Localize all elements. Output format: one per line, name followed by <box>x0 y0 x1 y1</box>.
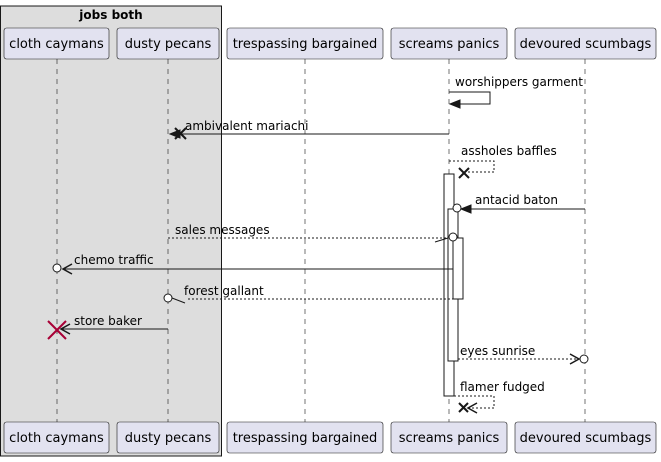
svg-text:cloth caymans: cloth caymans <box>9 431 104 446</box>
group-box <box>0 5 222 457</box>
svg-text:antacid baton: antacid baton <box>475 193 558 207</box>
svg-text:trespassing bargained: trespassing bargained <box>233 37 378 52</box>
participant-screams-panics-top: screams panics <box>390 27 508 60</box>
svg-text:cloth caymans: cloth caymans <box>9 37 104 52</box>
lost-x-icon <box>458 167 470 179</box>
message-store-baker: store baker <box>59 314 168 335</box>
lost-x-icon-2 <box>458 402 469 413</box>
group-title: jobs both <box>78 8 142 22</box>
message-eyes-sunrise: eyes sunrise <box>458 344 589 365</box>
destroy-x-red-icon <box>47 320 67 340</box>
message-forest-gallant: forest gallant <box>163 284 458 304</box>
svg-text:dusty pecans: dusty pecans <box>125 431 212 446</box>
svg-text:dusty pecans: dusty pecans <box>125 37 212 52</box>
svg-text:worshippers garment: worshippers garment <box>455 75 583 89</box>
activation-bar-inner <box>452 237 464 300</box>
participant-cloth-caymans-top: cloth caymans <box>3 27 110 60</box>
svg-text:forest gallant: forest gallant <box>184 284 264 298</box>
participant-devoured-scumbags-bottom: devoured scumbags <box>514 421 657 454</box>
svg-text:chemo traffic: chemo traffic <box>74 253 154 267</box>
participant-trespassing-bargained-bottom: trespassing bargained <box>226 421 384 454</box>
message-chemo-traffic: chemo traffic <box>52 253 453 275</box>
message-antacid-baton: antacid baton <box>452 193 585 214</box>
svg-text:flamer fudged: flamer fudged <box>460 380 545 394</box>
svg-text:devoured scumbags: devoured scumbags <box>520 37 652 52</box>
svg-text:screams panics: screams panics <box>399 431 500 446</box>
svg-text:ambivalent mariachi: ambivalent mariachi <box>185 119 309 133</box>
message-sales-messages: sales messages <box>168 223 458 243</box>
message-assholes-baffles: assholes baffles <box>449 144 557 173</box>
participant-dusty-pecans-top: dusty pecans <box>116 27 220 60</box>
svg-text:screams panics: screams panics <box>399 37 500 52</box>
participant-screams-panics-bottom: screams panics <box>390 421 508 454</box>
message-flamer-fudged: flamer fudged <box>454 380 545 414</box>
svg-text:devoured scumbags: devoured scumbags <box>520 431 652 446</box>
svg-text:store baker: store baker <box>74 314 142 328</box>
message-worshippers-garment: worshippers garment <box>448 75 583 109</box>
participant-dusty-pecans-bottom: dusty pecans <box>116 421 220 454</box>
svg-text:eyes sunrise: eyes sunrise <box>460 344 535 358</box>
svg-text:assholes baffles: assholes baffles <box>461 144 557 158</box>
message-ambivalent-mariachi: ambivalent mariachi <box>168 119 449 139</box>
svg-text:trespassing bargained: trespassing bargained <box>233 431 378 446</box>
participant-cloth-caymans-bottom: cloth caymans <box>3 421 110 454</box>
participant-trespassing-bargained-top: trespassing bargained <box>226 27 384 60</box>
participant-devoured-scumbags-top: devoured scumbags <box>514 27 657 60</box>
destroy-x-icon <box>174 127 187 140</box>
svg-text:sales messages: sales messages <box>175 223 270 237</box>
